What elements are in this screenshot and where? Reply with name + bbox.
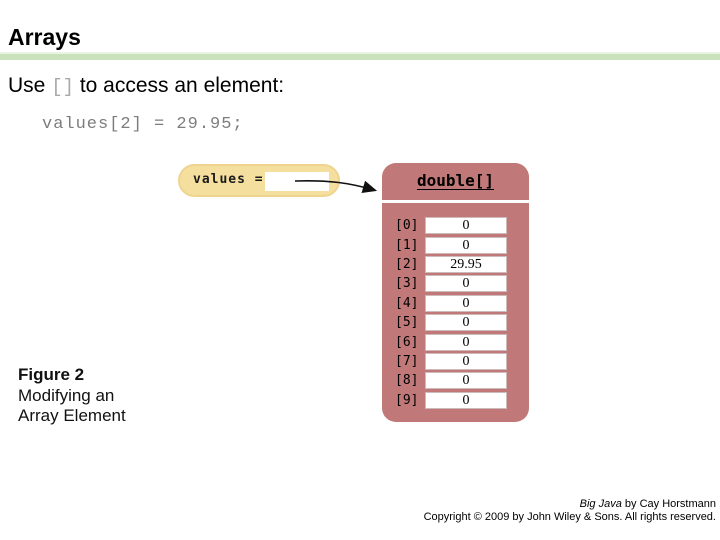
array-object-box: double[] [0]0[1]0[2]29.95[3]0[4]0[5]0[6]… xyxy=(382,163,529,422)
footer-book-title: Big Java xyxy=(579,498,622,510)
slide-title: Arrays xyxy=(8,24,81,50)
title-accent-bar xyxy=(0,52,720,60)
array-cell-value: 0 xyxy=(425,236,507,254)
copyright-footer: Big Java by Cay Horstmann Copyright © 20… xyxy=(424,498,716,524)
array-cell-value: 0 xyxy=(425,391,507,409)
array-index-label: [1] xyxy=(395,237,419,253)
array-cell-value: 0 xyxy=(425,275,507,293)
array-index-label: [8] xyxy=(395,373,419,389)
code-statement: values[2] = 29.95; xyxy=(42,115,244,134)
array-row: [6] 0 xyxy=(395,332,507,351)
array-row: [5] 0 xyxy=(395,313,507,332)
lead-text-post: to access an element: xyxy=(74,74,285,97)
array-cell-value: 0 xyxy=(425,352,507,370)
array-index-label: [9] xyxy=(395,392,419,408)
figure-caption-title: Figure 2 xyxy=(18,365,85,384)
array-cell-value: 0 xyxy=(425,217,507,235)
array-row: [7] 0 xyxy=(395,352,507,371)
array-rows: [0] 0 [1] 0 [2] 29.95 [3] 0 [4] 0 [5] 0 [6] 0 [7] 0 [8] 0… xyxy=(395,216,507,410)
variable-name-label: values = xyxy=(193,172,264,187)
array-index-label: [4] xyxy=(395,295,419,311)
array-row: [3] 0 xyxy=(395,274,507,293)
figure-caption: Figure 2 Modifying an Array Element xyxy=(18,365,126,427)
array-index-label: [2] xyxy=(395,256,419,272)
figure-caption-line2: Array Element xyxy=(18,406,126,425)
array-type-header: double[] xyxy=(416,171,495,190)
footer-author: by Cay Horstmann xyxy=(621,498,716,510)
array-header-separator xyxy=(382,200,529,203)
array-index-label: [5] xyxy=(395,315,419,331)
lead-text: Use [] to access an element: xyxy=(8,74,284,98)
array-index-label: [3] xyxy=(395,276,419,292)
array-row: [8] 0 xyxy=(395,371,507,390)
array-index-label: [6] xyxy=(395,334,419,350)
reference-arrow xyxy=(294,180,378,194)
figure-caption-line1: Modifying an xyxy=(18,385,115,405)
footer-copyright-line: Copyright © 2009 by John Wiley & Sons. A… xyxy=(423,511,716,523)
array-cell-value: 0 xyxy=(425,314,507,332)
array-cell-value: 29.95 xyxy=(425,255,507,273)
array-index-label: [0] xyxy=(395,218,419,234)
array-row: [4] 0 xyxy=(395,294,507,313)
array-row: [2] 29.95 xyxy=(395,255,507,274)
array-row: [9] 0 xyxy=(395,391,507,410)
array-cell-value: 0 xyxy=(425,333,507,351)
array-cell-value: 0 xyxy=(425,372,507,390)
lead-text-pre: Use xyxy=(8,74,52,97)
footer-byline: Big Java by Cay Horstmann xyxy=(424,498,716,511)
array-cell-value: 0 xyxy=(425,294,507,312)
array-index-label: [7] xyxy=(395,353,419,369)
array-row: [1] 0 xyxy=(395,235,507,254)
inline-code-brackets: [] xyxy=(51,76,74,98)
array-row: [0] 0 xyxy=(395,216,507,235)
